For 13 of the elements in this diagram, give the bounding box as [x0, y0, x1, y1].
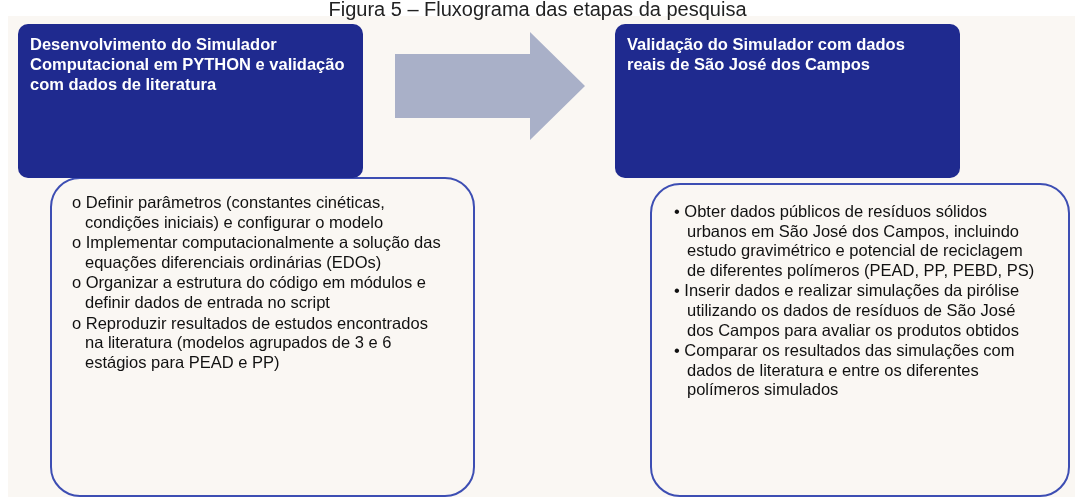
header-box [18, 24, 363, 178]
step-list-box [50, 177, 475, 497]
header-text: Desenvolvimento do Simulador Computacional em PYTHON e validação com dados de literatura [30, 34, 345, 94]
step-text: • Obter dados públicos de resíduos sólidos urbanos em São José dos Campos, incluindo estudo gravimétrico e potencial de reciclagem de diferentes polímeros (PEAD, PP, PEBD, PS) [674, 202, 1036, 281]
step-text: • Inserir dados e realizar simulações da pirólise utilizando os dados de resíduos de São José dos Campos para avaliar os produtos obtidos [674, 281, 1021, 341]
step-list-box [650, 183, 1070, 497]
block-arrow [395, 32, 585, 140]
step-text: o Implementar computacionalmente a solução das equações diferenciais ordinárias (EDOs) [72, 233, 442, 273]
header-box [615, 24, 960, 178]
header-text: Validação do Simulador com dados reais de São José dos Campos [627, 34, 906, 74]
step-text: • Comparar os resultados das simulações com dados de literatura e entre os diferentes polímeros simulados [674, 341, 1016, 400]
figure-title: Figura 5 – Fluxograma das etapas da pesquisa [327, 0, 748, 19]
step-text: o Reproduzir resultados de estudos encontrados na literatura (modelos agrupados de 3 e 6 estágios para PEAD e PP) [72, 313, 429, 373]
